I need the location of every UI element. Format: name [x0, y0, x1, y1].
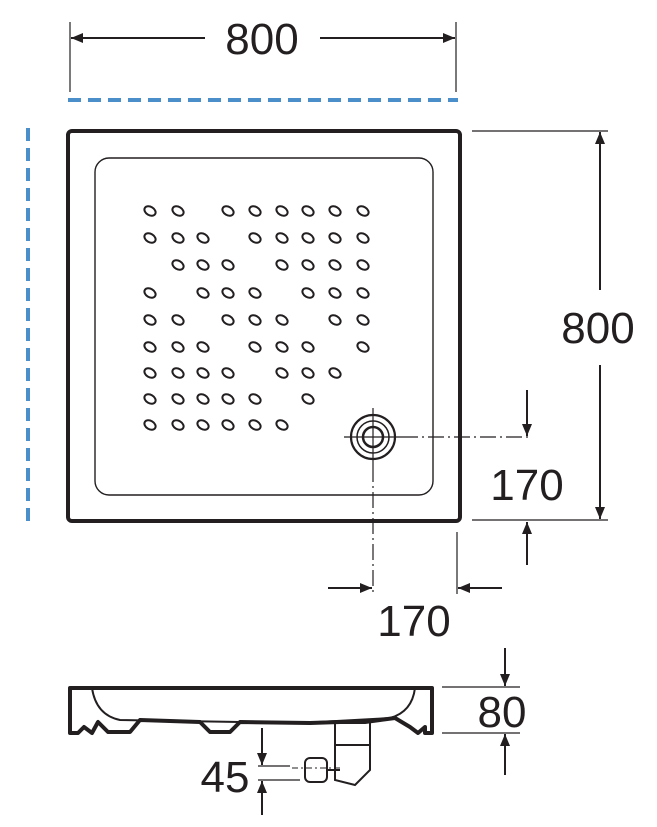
- anti-slip-dot: [356, 259, 370, 271]
- anti-slip-dot: [143, 419, 157, 431]
- anti-slip-dot: [171, 419, 185, 431]
- anti-slip-dot: [171, 367, 185, 379]
- drain-icon: [344, 408, 402, 466]
- anti-slip-dot: [221, 259, 235, 271]
- anti-slip-dot: [301, 341, 315, 353]
- anti-slip-dot: [248, 419, 262, 431]
- anti-slip-dot: [301, 393, 315, 405]
- anti-slip-dot: [356, 314, 370, 326]
- anti-slip-dot: [356, 205, 370, 217]
- anti-slip-dot: [171, 232, 185, 244]
- anti-slip-dot: [356, 287, 370, 299]
- anti-slip-dot: [143, 232, 157, 244]
- drain-offset-y-label: 170: [490, 461, 563, 510]
- height-dimension: 80: [442, 648, 526, 775]
- anti-slip-dot: [221, 205, 235, 217]
- drain-offset-y-dimension: 170: [490, 390, 564, 565]
- anti-slip-dot: [328, 259, 342, 271]
- anti-slip-dot: [221, 287, 235, 299]
- anti-slip-dot: [143, 341, 157, 353]
- tray-side-profile: [68, 686, 434, 787]
- anti-slip-dot: [275, 259, 289, 271]
- width-dimension: 800: [69, 15, 457, 92]
- anti-slip-pattern: [143, 205, 370, 431]
- anti-slip-dot: [143, 287, 157, 299]
- anti-slip-dot: [196, 341, 210, 353]
- anti-slip-dot: [328, 367, 342, 379]
- trap-outlet: [304, 757, 328, 783]
- anti-slip-dot: [275, 367, 289, 379]
- width-label: 800: [225, 15, 298, 64]
- anti-slip-dot: [171, 259, 185, 271]
- outlet-height-label: 45: [201, 753, 250, 802]
- anti-slip-dot: [248, 341, 262, 353]
- outlet-height-dimension: 45: [201, 728, 340, 815]
- anti-slip-dot: [143, 367, 157, 379]
- drain-offset-x-label: 170: [377, 597, 450, 646]
- anti-slip-dot: [143, 205, 157, 217]
- anti-slip-dot: [248, 393, 262, 405]
- anti-slip-dot: [143, 314, 157, 326]
- anti-slip-dot: [275, 419, 289, 431]
- anti-slip-dot: [171, 393, 185, 405]
- anti-slip-dot: [301, 232, 315, 244]
- tray-basin: [94, 157, 434, 496]
- anti-slip-dot: [196, 393, 210, 405]
- anti-slip-dot: [328, 205, 342, 217]
- anti-slip-dot: [275, 205, 289, 217]
- anti-slip-dot: [356, 341, 370, 353]
- anti-slip-dot: [196, 367, 210, 379]
- anti-slip-dot: [328, 287, 342, 299]
- anti-slip-dot: [221, 419, 235, 431]
- anti-slip-dot: [301, 367, 315, 379]
- anti-slip-dot: [356, 232, 370, 244]
- tray-outline: [66, 129, 462, 523]
- anti-slip-dot: [221, 367, 235, 379]
- anti-slip-dot: [196, 419, 210, 431]
- anti-slip-dot: [143, 393, 157, 405]
- length-label: 800: [561, 304, 634, 353]
- height-label: 80: [478, 688, 527, 737]
- anti-slip-dot: [248, 287, 262, 299]
- anti-slip-dot: [196, 232, 210, 244]
- anti-slip-dot: [221, 314, 235, 326]
- anti-slip-dot: [171, 341, 185, 353]
- anti-slip-dot: [196, 287, 210, 299]
- anti-slip-dot: [328, 314, 342, 326]
- anti-slip-dot: [275, 314, 289, 326]
- anti-slip-dot: [248, 205, 262, 217]
- anti-slip-dot: [221, 393, 235, 405]
- anti-slip-dot: [275, 341, 289, 353]
- anti-slip-dot: [275, 232, 289, 244]
- drain-offset-x-dimension: 170: [328, 532, 502, 646]
- anti-slip-dot: [248, 314, 262, 326]
- anti-slip-dot: [328, 232, 342, 244]
- anti-slip-dot: [301, 259, 315, 271]
- anti-slip-dot: [301, 287, 315, 299]
- anti-slip-dot: [171, 314, 185, 326]
- length-dimension: 800: [472, 130, 635, 521]
- anti-slip-dot: [171, 205, 185, 217]
- anti-slip-dot: [248, 232, 262, 244]
- anti-slip-dot: [196, 259, 210, 271]
- anti-slip-dot: [301, 205, 315, 217]
